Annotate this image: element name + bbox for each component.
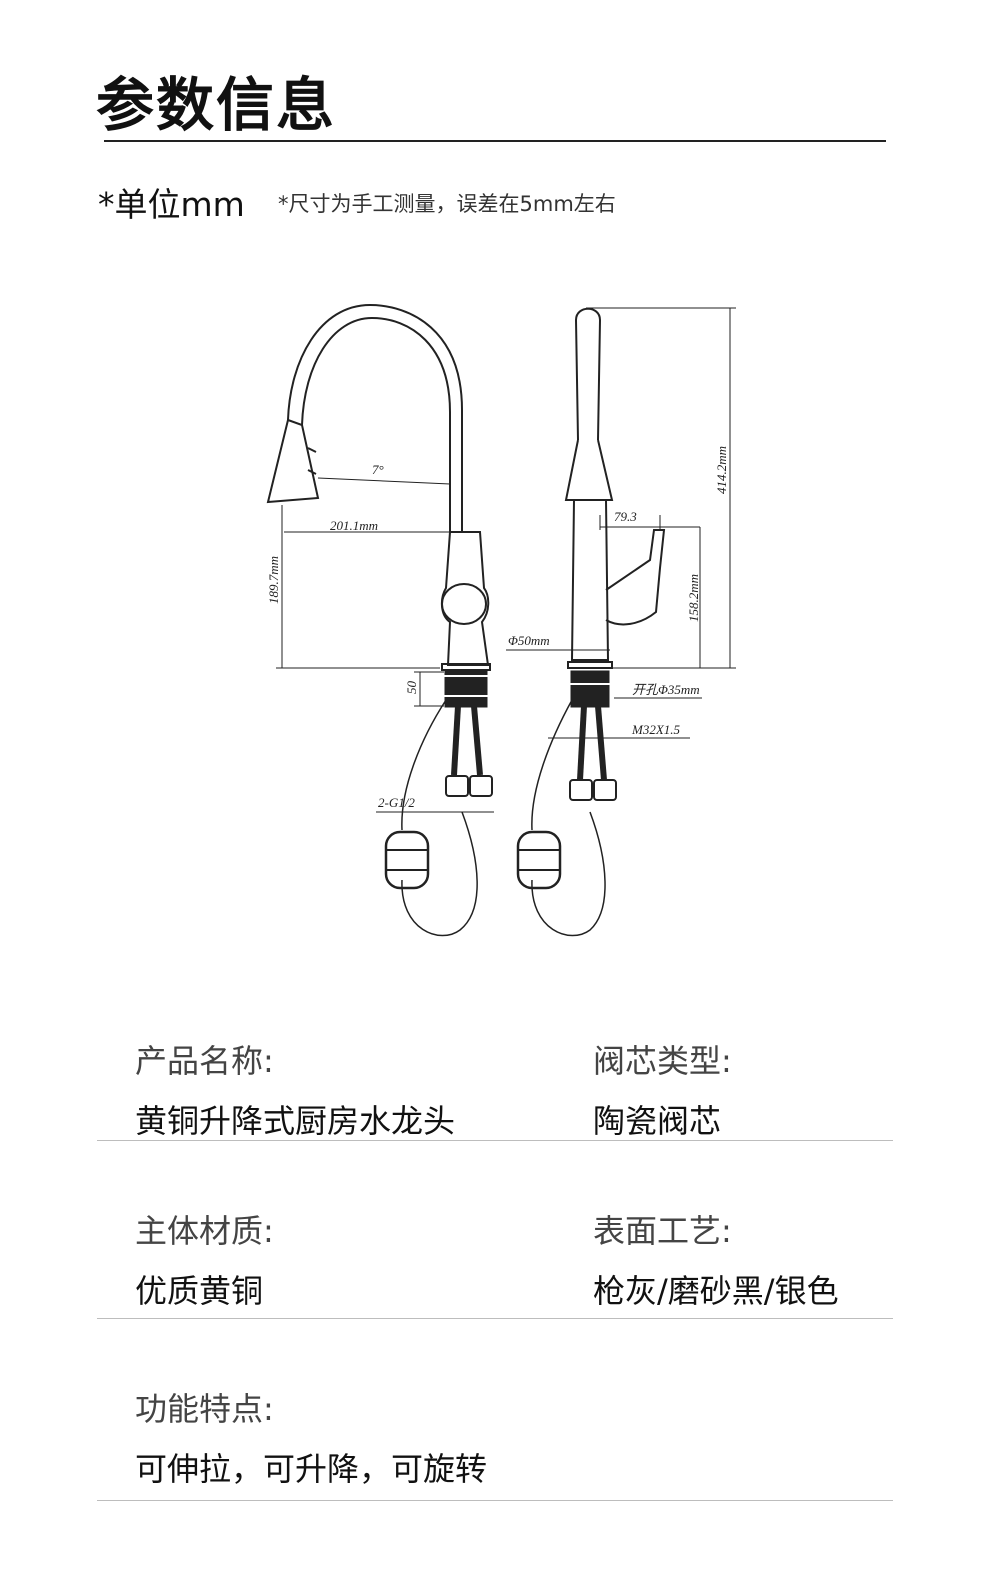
base-height-label: 50 — [404, 681, 419, 695]
left-spout-outer — [287, 303, 463, 532]
thread-label: M32X1.5 — [631, 722, 681, 737]
spec-value: 陶瓷阀芯 — [593, 1102, 722, 1140]
hole-label: 开孔Φ35mm — [632, 682, 700, 697]
divider — [97, 1500, 893, 1501]
spec-material: 主体材质: 优质黄铜 — [135, 1206, 274, 1312]
spec-label: 产品名称: — [135, 1042, 274, 1080]
spec-label: 功能特点: — [135, 1390, 274, 1428]
spec-value: 优质黄铜 — [135, 1272, 264, 1310]
spec-finish: 表面工艺: 枪灰/磨砂黑/银色 — [593, 1206, 839, 1312]
right-spray-head — [564, 439, 614, 501]
total-height-label: 414.2mm — [714, 446, 729, 494]
divider — [97, 1140, 893, 1141]
spout-height-label: 158.2mm — [686, 574, 701, 622]
page-title: 参数信息 — [96, 71, 337, 139]
height-left-label: 189.7mm — [266, 556, 281, 604]
spec-label: 主体材质: — [135, 1212, 274, 1250]
spec-value: 枪灰/磨砂黑/银色 — [593, 1272, 839, 1310]
right-body — [570, 499, 610, 661]
handle-offset-label: 79.3 — [614, 509, 637, 524]
spec-label: 阀芯类型: — [593, 1042, 732, 1080]
left-spout-inner — [301, 316, 451, 532]
spec-label: 表面工艺: — [593, 1212, 732, 1250]
faucet-technical-drawing: 7° 201.1mm 189.7mm 50 2-G1/2 79.3 414.2m… — [266, 303, 736, 937]
right-spout — [574, 307, 602, 441]
spec-value: 可伸拉，可升降，可旋转 — [135, 1450, 488, 1488]
title-divider — [104, 140, 886, 142]
divider — [97, 1318, 893, 1319]
left-spray-head — [266, 418, 320, 504]
right-handle — [605, 529, 666, 626]
spec-product-name: 产品名称: 黄铜升降式厨房水龙头 — [135, 1036, 455, 1142]
unit-note: *尺寸为手工测量，误差在5mm左右 — [278, 192, 616, 216]
left-body — [440, 531, 490, 666]
angle-label: 7° — [372, 462, 384, 477]
inlet-label: 2-G1/2 — [378, 795, 415, 810]
spec-valve-core: 阀芯类型: 陶瓷阀芯 — [593, 1036, 732, 1142]
spec-features: 功能特点: 可伸拉，可升降，可旋转 — [135, 1384, 487, 1490]
base-diameter-label: Φ50mm — [508, 633, 550, 648]
spec-value: 黄铜升降式厨房水龙头 — [135, 1102, 456, 1140]
reach-label: 201.1mm — [330, 518, 378, 533]
unit-label: *单位mm — [98, 185, 245, 224]
